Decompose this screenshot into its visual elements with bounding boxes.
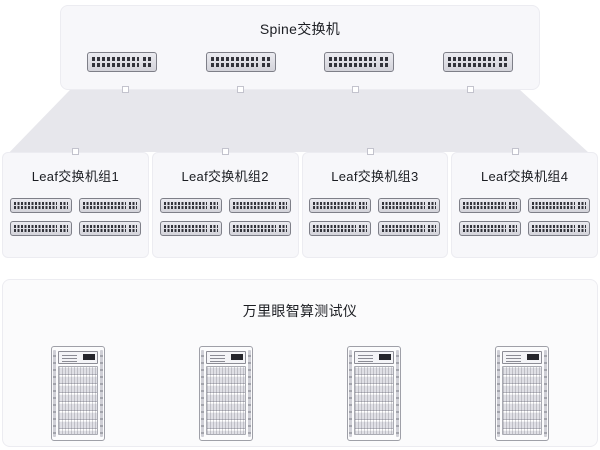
leaf-switch-icon [78,221,141,236]
leaf-panel-2: Leaf交换机组2 [151,152,299,258]
leaf-panel-4: Leaf交换机组4 [451,152,598,258]
tester-device-icon [347,346,401,441]
device-control-unit [502,351,542,364]
leaf-switch-icon [228,198,291,213]
link-port-node [512,148,519,155]
leaf-switch-icon [459,221,522,236]
link-port-node [367,148,374,155]
leaf-switch-icon [528,198,591,213]
leaf-title: Leaf交换机组3 [331,169,419,184]
tester-title: 万里眼智算测试仪 [242,303,358,319]
device-slot-stack [502,366,542,435]
link-port-node [352,86,359,93]
leaf-switch-icon [378,221,441,236]
leaf-switch-icon [378,198,441,213]
link-port-node [467,86,474,93]
spine-switch-icon [324,52,395,72]
leaf-switch-icon [309,221,372,236]
leaf-switch-grid [303,198,448,236]
device-slot-stack [354,366,394,435]
tester-panel: 万里眼智算测试仪 [2,279,598,447]
leaf-title: Leaf交换机组4 [481,169,569,184]
device-control-unit [206,351,246,364]
device-slot-stack [206,366,246,435]
spine-switch-icon [87,52,157,72]
tester-device-row [3,346,597,441]
spine-switch-icon [442,52,513,72]
link-port-node [222,148,229,155]
spine-panel: Spine交换机 [60,5,540,90]
leaf-switch-icon [9,198,72,213]
leaf-row: Leaf交换机组1 Leaf交换机组2 Leaf交换机组3 [2,152,598,258]
link-port-node [72,148,79,155]
leaf-switch-icon [309,198,372,213]
leaf-switch-grid [3,198,148,236]
spine-switch-icon [205,52,276,72]
leaf-switch-icon [159,221,222,236]
leaf-title: Leaf交换机组1 [31,169,119,184]
spine-title: Spine交换机 [259,21,341,37]
device-control-unit [58,351,98,364]
leaf-panel-1: Leaf交换机组1 [2,152,149,258]
fabric-link-shape [9,90,588,152]
leaf-switch-icon [9,221,72,236]
tester-device-icon [51,346,105,441]
tester-device-icon [199,346,253,441]
leaf-switch-icon [459,198,522,213]
link-port-node [237,86,244,93]
device-slot-stack [58,366,98,435]
leaf-title: Leaf交换机组2 [181,169,269,184]
spine-switch-row [61,39,539,72]
tester-device-icon [495,346,549,441]
leaf-switch-grid [153,198,298,236]
link-port-node [122,86,129,93]
leaf-switch-grid [452,198,597,236]
leaf-switch-icon [528,221,591,236]
leaf-switch-icon [159,198,222,213]
leaf-switch-icon [78,198,141,213]
leaf-panel-3: Leaf交换机组3 [301,152,449,258]
leaf-switch-icon [228,221,291,236]
device-control-unit [354,351,394,364]
